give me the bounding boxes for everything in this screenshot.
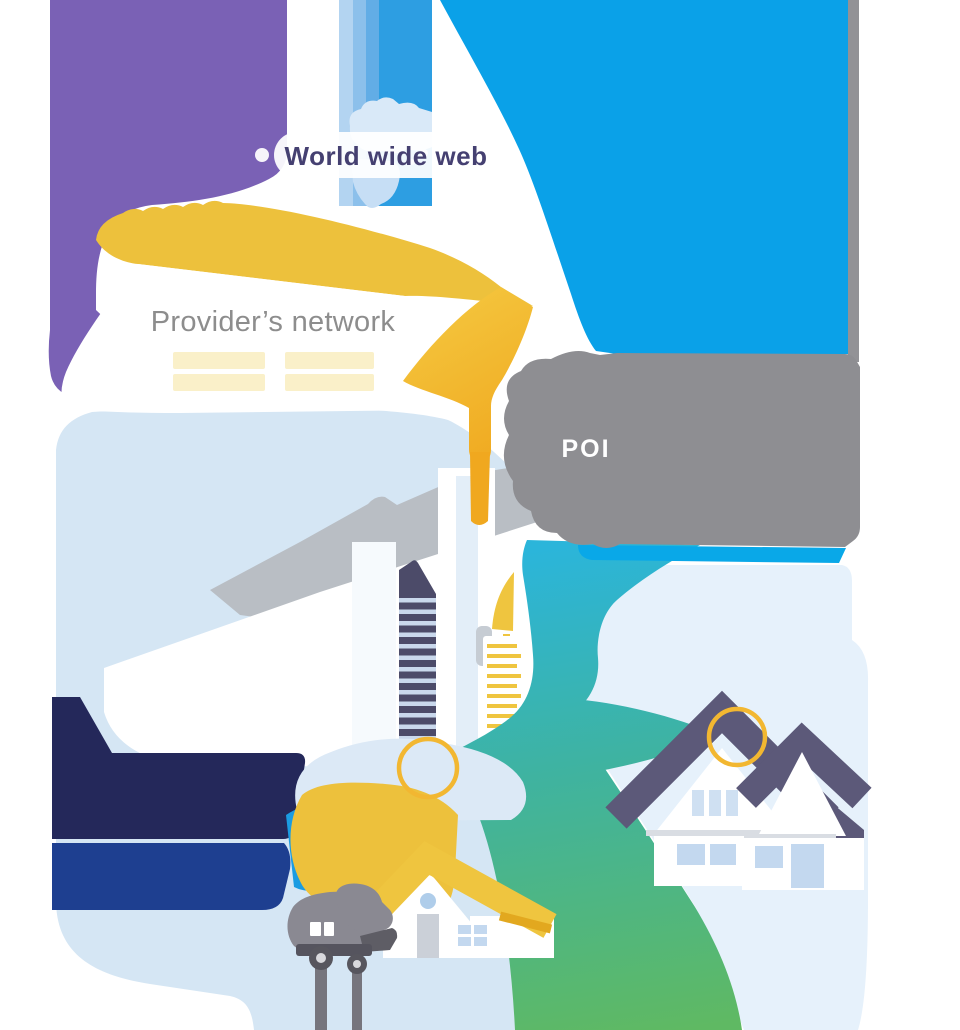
www-label-band [274,132,526,178]
truck-wheel-hub [316,953,326,963]
sky-field [440,0,848,354]
window-stripe [399,736,436,741]
gold-stripe [487,644,517,648]
duct-band-navy [52,697,306,839]
poi-underside-strip [578,545,846,563]
house-eave [646,830,794,836]
cottage-roof [352,841,557,938]
cottage-door [417,914,439,958]
city-skyline [104,467,566,771]
window-stripe [399,632,436,637]
window-stripe [399,713,436,718]
window-stripe [399,690,436,695]
window-stripe [399,621,436,626]
tower-sail-top [492,572,514,631]
connection-ring-house [706,706,768,768]
truck-pole [315,958,327,1030]
sky-edge-strip [848,0,859,362]
provider-funnel-stem [470,452,490,525]
fibre-route-branch [558,698,717,775]
provider-network-building [61,200,533,525]
cottage-window-pane [474,925,487,934]
house-gable-front [654,748,790,834]
truck-window [324,922,334,936]
provider-label: Provider’s network [151,306,396,338]
window-stripe [399,598,436,603]
poi-label: POI [561,435,610,463]
tower-white-b-stripe [456,476,478,762]
house-window [677,844,705,865]
provider-roof-band [96,200,533,306]
server-rack-bars [173,352,374,391]
server-bar [173,374,265,391]
gold-stripe [487,674,521,678]
poi-box [503,351,860,548]
truck-wheel-hub [353,960,361,968]
window-stripe [399,644,436,649]
provider-panel [61,264,482,413]
server-bar [173,352,265,369]
truck-chassis [296,944,372,956]
gold-stripe [487,714,521,718]
gold-stripe [487,704,517,708]
window-stripe [399,724,436,729]
duct-band-royal [52,843,291,910]
cottage-window-pane [458,937,471,946]
truck-hopper [335,883,393,932]
window-stripe [399,655,436,660]
house-roof-right [736,722,872,809]
cottage-roof-edge [498,911,553,934]
globe-icon [255,0,526,208]
utility-truck-icon [287,883,398,1030]
gable-window [726,790,738,816]
tower-navy-windows [399,598,436,741]
gable-window [692,790,704,816]
cottage-round-window [420,893,436,909]
house-window [710,844,736,865]
window-stripe [399,609,436,614]
cottage-window-pane [474,937,487,946]
window-stripe [399,701,436,706]
truck-pole [352,964,362,1030]
gold-stripe [487,654,521,658]
window-stripe [399,667,436,672]
house-patio-door [791,844,824,888]
server-bar [285,374,374,391]
window-stripe [399,678,436,683]
house-eave [744,834,836,839]
cottage-window-pane [458,925,471,934]
purple-cloud [48,0,287,401]
server-bar [285,352,374,369]
house-gable-right [758,752,846,836]
gable-window [709,790,721,816]
provider-funnel [403,287,533,461]
house-window [755,846,783,868]
gold-stripe [487,694,521,698]
www-label: World wide web [285,141,488,171]
connection-ring-cottage [396,736,460,800]
gold-stripe [487,664,517,668]
www-label-dot [255,148,269,162]
gold-stripe [487,684,517,688]
cottage-house [352,841,557,958]
truck-window [310,922,321,936]
tower-white-a [352,542,396,762]
